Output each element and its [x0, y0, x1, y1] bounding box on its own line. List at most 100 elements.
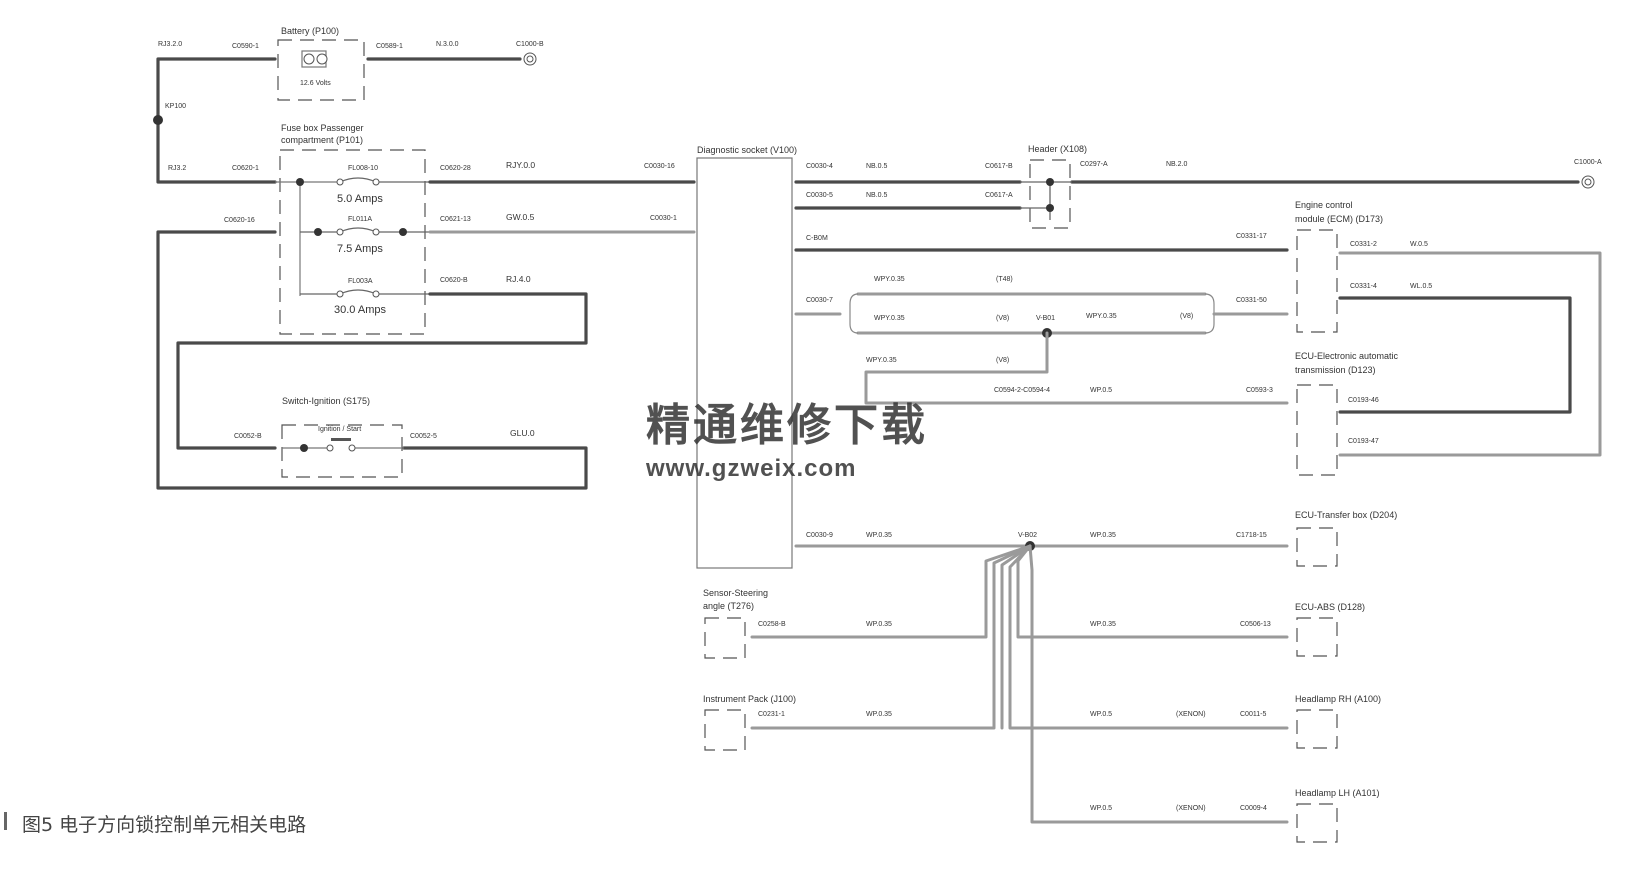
- conn-ecm1: C0331-17: [1236, 233, 1267, 240]
- fuse2-amps: 7.5 Amps: [337, 243, 383, 255]
- wire-battery-main: [156, 57, 277, 184]
- transfer-label: ECU-Transfer box (D204): [1295, 510, 1397, 520]
- conn-mid: C0594-2-C0594-4: [994, 387, 1050, 394]
- fuse1-amps: 5.0 Amps: [337, 193, 383, 205]
- ecm-label-2: module (ECM) (D173): [1295, 214, 1383, 224]
- transfer-box: [1296, 527, 1338, 567]
- battery-terminal-pos: [303, 53, 315, 65]
- wire-label-diag-extra: C-B0M: [806, 235, 828, 242]
- conn-f1: C0620-28: [440, 165, 471, 172]
- wire-label-can-b2: WPY.0.35: [1086, 313, 1117, 320]
- diag-socket-label: Diagnostic socket (V100): [697, 145, 797, 155]
- conn-ecm2: C0331-2: [1350, 241, 1377, 248]
- wire-label-can-b: WPY.0.35: [874, 315, 905, 322]
- wire-label-node2: V-B02: [1018, 532, 1037, 539]
- wire-label-bus-rh: WP.0.5: [1090, 711, 1112, 718]
- conn-ecm-can: C0331-50: [1236, 297, 1267, 304]
- can-bracket-left: [849, 293, 859, 334]
- conn-ds1: C0030-1: [650, 215, 677, 222]
- wire-label-ecm2: WL.0.5: [1410, 283, 1432, 290]
- conn-bat2: C0589-1: [376, 43, 403, 50]
- wire-label-bat-gnd: N.3.0.0: [436, 41, 459, 48]
- header-box: [1029, 159, 1071, 229]
- wire-label-ecm1: W.0.5: [1410, 241, 1428, 248]
- fusebox-node3: [399, 228, 407, 236]
- ignition-pin3: [348, 444, 356, 452]
- wire-fan-lh: [1028, 544, 1289, 824]
- watermark-url: www.gzweix.com: [645, 455, 857, 482]
- wire-label-hdr-out: NB.2.0: [1166, 161, 1188, 168]
- wire-tag-bus-lh: (XENON): [1176, 805, 1206, 812]
- ipack-label: Instrument Pack (J100): [703, 694, 796, 704]
- wire-label-can-c: WPY.0.35: [866, 357, 897, 364]
- header-internal: [1020, 181, 1072, 220]
- wire-f3: [176, 292, 588, 450]
- battery-box: [277, 39, 365, 101]
- fusebox-node1: [296, 178, 304, 186]
- fuse3-amps: 30.0 Amps: [334, 304, 386, 316]
- wire-label-f1: RJY.0.0: [506, 160, 535, 170]
- hllh-label: Headlamp LH (A101): [1295, 788, 1380, 798]
- ecm-box: [1296, 229, 1338, 333]
- battery-terminal-neg: [316, 53, 328, 65]
- conn-f3: C0620-B: [440, 277, 468, 284]
- conn-ign-l: C0052-B: [234, 433, 262, 440]
- fuse2-pin: [336, 228, 344, 236]
- ipack-box: [704, 709, 746, 751]
- wire-label-splice: KP100: [165, 103, 186, 110]
- conn-ip: C0231-1: [758, 711, 785, 718]
- conn-tr: C1718-15: [1236, 532, 1267, 539]
- wire-label-node1: V-B01: [1036, 315, 1055, 322]
- ignition-inner: Ignition / Start: [318, 426, 361, 433]
- fuse2-pin2: [372, 228, 380, 236]
- conn-ds7: C0030-7: [806, 297, 833, 304]
- conn-h3: C0297-A: [1080, 161, 1108, 168]
- conn-lh: C0009-4: [1240, 805, 1267, 812]
- conn-tcm2: C0193-46: [1348, 397, 1379, 404]
- wire-label-f3: RJ.4.0: [506, 274, 531, 284]
- steering-box: [704, 617, 746, 659]
- fuse2-name: FL011A: [348, 216, 372, 223]
- hlrh-box: [1296, 709, 1338, 749]
- wire-fan-ip: [750, 544, 1032, 730]
- fuse3-name: FL003A: [348, 278, 373, 285]
- wire-label-can-a: WPY.0.35: [874, 276, 905, 283]
- wire-fan-ip2: [1000, 544, 1032, 730]
- fusebox-node2: [314, 228, 322, 236]
- wire-can-c: [864, 331, 1289, 405]
- wire-tag-can-c: (V8): [996, 357, 1009, 364]
- figure-caption: 图5 电子方向锁控制单元相关电路: [4, 810, 306, 837]
- ground-icon-inner: [526, 55, 534, 63]
- wire-ecm-tcm-1: [1338, 251, 1602, 457]
- splice-dot: [153, 115, 163, 125]
- wire-fan-rh: [1008, 544, 1289, 730]
- fuse1-pin: [336, 178, 344, 186]
- fuse1-link: [339, 177, 430, 183]
- wire-fb-loop: [156, 230, 588, 490]
- wire-label-f2: GW.0.5: [506, 212, 535, 222]
- conn-abs: C0506-13: [1240, 621, 1271, 628]
- ignition-contact: [331, 438, 351, 441]
- conn-sa: C0258-B: [758, 621, 786, 628]
- conn-ds16: C0030-16: [644, 163, 675, 170]
- wire-tag-can-b2: (V8): [1180, 313, 1193, 320]
- wire-label-d5: NB.0.5: [866, 192, 888, 199]
- wire-tag-bus-rh: (XENON): [1176, 711, 1206, 718]
- conn-ds9: C0030-9: [806, 532, 833, 539]
- fusebox-label-2: compartment (P101): [281, 135, 363, 145]
- watermark-cn: 精通维修下载: [646, 401, 928, 450]
- steering-label-1: Sensor-Steering: [703, 588, 768, 598]
- tcm-label-2: transmission (D123): [1295, 365, 1376, 375]
- ignition-box: [281, 424, 403, 478]
- conn-grd1: C1000-B: [516, 41, 544, 48]
- conn-h1: C0617-B: [985, 163, 1013, 170]
- wire-label-bus-abs: WP.0.35: [1090, 621, 1116, 628]
- wire-ecm-tcm-2: [1338, 296, 1572, 414]
- hlrh-label: Headlamp RH (A100): [1295, 694, 1381, 704]
- conn-grd2: C1000-A: [1574, 159, 1602, 166]
- diag-socket-box: [696, 157, 793, 569]
- fusebox-box: [279, 149, 426, 335]
- fuse3-link: [300, 289, 430, 295]
- fuse1-name: FL008-10: [348, 165, 378, 172]
- ecm-label-1: Engine control: [1295, 200, 1353, 210]
